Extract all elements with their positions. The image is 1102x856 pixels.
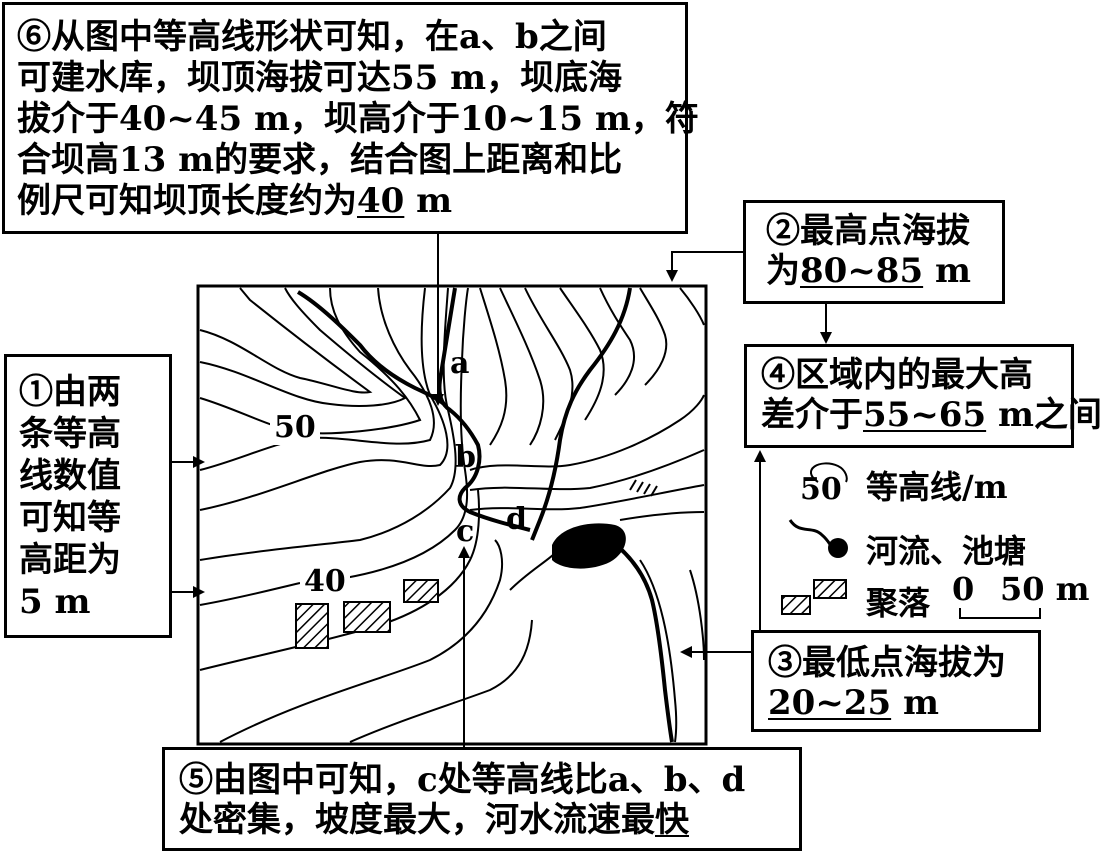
annotation-4-line: ④区域内的最大高 [761,355,1033,395]
annotation-3-unit: m [891,683,939,723]
annotation-1-line: 5 m [19,582,91,622]
annotation-3-line: ③最低点海拔为 [768,643,1006,683]
dam-length-unit: m [404,181,453,221]
rivers [296,287,674,743]
annotation-5-text: 处密集，坡度最大，河水流速最 [179,800,655,840]
contour-label-50: 50 [270,410,320,445]
contour-line [499,287,545,446]
contour-line [199,287,422,435]
point-label-c: c [456,514,475,549]
annotation-3: ③最低点海拔为 20~25 m [751,630,1041,732]
lowest-point-value: 20~25 [768,683,892,723]
river [437,287,531,532]
annotation-1-line: 线数值 [19,456,121,496]
contour-line [219,539,504,743]
annotation-4-suffix: m之间 [986,395,1102,435]
arrows [172,234,832,747]
legend-contour-sample-value: 50 [800,472,842,507]
contour-line [199,287,373,394]
legend-scale-end: 50 m [1000,570,1090,608]
map-frame [196,284,708,746]
legend-settlement-label: 聚落 [866,584,931,622]
annotation-4: ④区域内的最大高 差介于55~65 m之间 [744,344,1102,448]
annotation-6-line: ⑥从图中等高线形状可知，在a、b之间 [17,17,607,57]
annotation-4-line: 差介于55~65 m之间 [761,395,1102,435]
contour-line [639,559,678,743]
legend-river-icon [788,519,834,549]
settlement [295,603,329,649]
contour-line [199,489,481,671]
annotation-6-line: 合坝高13 m的要求，结合图上距离和比 [17,140,623,180]
max-relief-value: 55~65 [863,395,987,435]
pond [552,523,626,569]
legend-settlement-icon [813,579,847,599]
hachure-marks [629,479,658,497]
contour-line [599,287,635,396]
contour-line [469,449,705,491]
annotation-5-line: ⑤由图中可知，c处等高线比a、b、d [179,760,746,800]
annotation-1: ①由两 条等高 线数值 可知等 高距为 5 m [4,354,172,638]
annotation-6-line: 可建水库，坝顶海拔可达55 m，坝底海 [17,58,623,98]
legend-river-label: 河流、池塘 [866,532,1027,570]
legend-pond-icon [828,538,848,558]
annotation-5-line: 处密集，坡度最大，河水流速最快 [179,800,799,840]
contour-line [199,287,407,407]
annotation-6: ⑥从图中等高线形状可知，在a、b之间 可建水库，坝顶海拔可达55 m，坝底海 拔… [2,2,699,234]
annotation-6-text: 例尺可知坝顶长度约为 [17,181,357,221]
contour-line [559,287,605,421]
contour-line [199,287,457,561]
legend-scale-start: 0 [952,570,975,608]
river [530,287,632,541]
point-label-d: d [506,502,527,537]
river [296,290,447,407]
hachure-mark [650,485,658,497]
annotation-2-prefix: 为 [766,251,800,291]
annotation-4-prefix: 差介于 [761,395,863,435]
annotation-2-line: 为80~85 m [766,251,1002,291]
annotation-1-line: ①由两 [19,372,121,412]
annotation-1-line: 高距为 [19,540,121,580]
annotation-2: ②最高点海拔 为80~85 m [743,200,1005,304]
contour-line [639,287,668,386]
contour-line [349,619,533,743]
contour-line [199,287,449,511]
contour-line [689,569,705,661]
annotation-2-unit: m [923,251,971,291]
contour-line [679,287,705,326]
annotation-6-line: 拔介于40~45 m，坝高介于10~15 m，符 [17,99,699,139]
annotation-1-line: 条等高 [19,414,121,454]
annotation-6-line: 例尺可知坝顶长度约为40 m [17,181,685,222]
hachure-mark [629,479,637,491]
hachure-mark [643,483,651,495]
legend-contour-sample-icon [810,462,848,483]
dam-length-value: 40 [357,181,405,221]
contour-line [469,394,705,471]
contour-line [469,484,705,511]
contour-label-40: 40 [300,564,350,599]
point-label-a: a [450,346,470,381]
point-label-b: b [455,440,476,475]
settlement [343,601,391,633]
river [608,538,674,743]
contour-lines [199,287,705,743]
highest-point-value: 80~85 [800,251,924,291]
legend-settlement-icon [781,595,811,615]
annotation-3-line: 20~25 m [768,683,1038,723]
legend-scale-bar [959,608,1041,619]
hachure-mark [636,481,644,493]
contour-line [619,511,705,521]
contour-line [479,287,508,446]
legend-contour-label: 等高线/m [866,468,1008,506]
annotation-5: ⑤由图中可知，c处等高线比a、b、d 处密集，坡度最大，河水流速最快 [162,747,802,851]
annotation-2-line: ②最高点海拔 [766,211,970,251]
arrow-ann2 [666,251,743,282]
settlement [403,579,439,603]
annotation-5-emphasis: 快 [655,800,689,840]
contour-line [199,287,469,606]
annotation-1-line: 可知等 [19,498,121,538]
